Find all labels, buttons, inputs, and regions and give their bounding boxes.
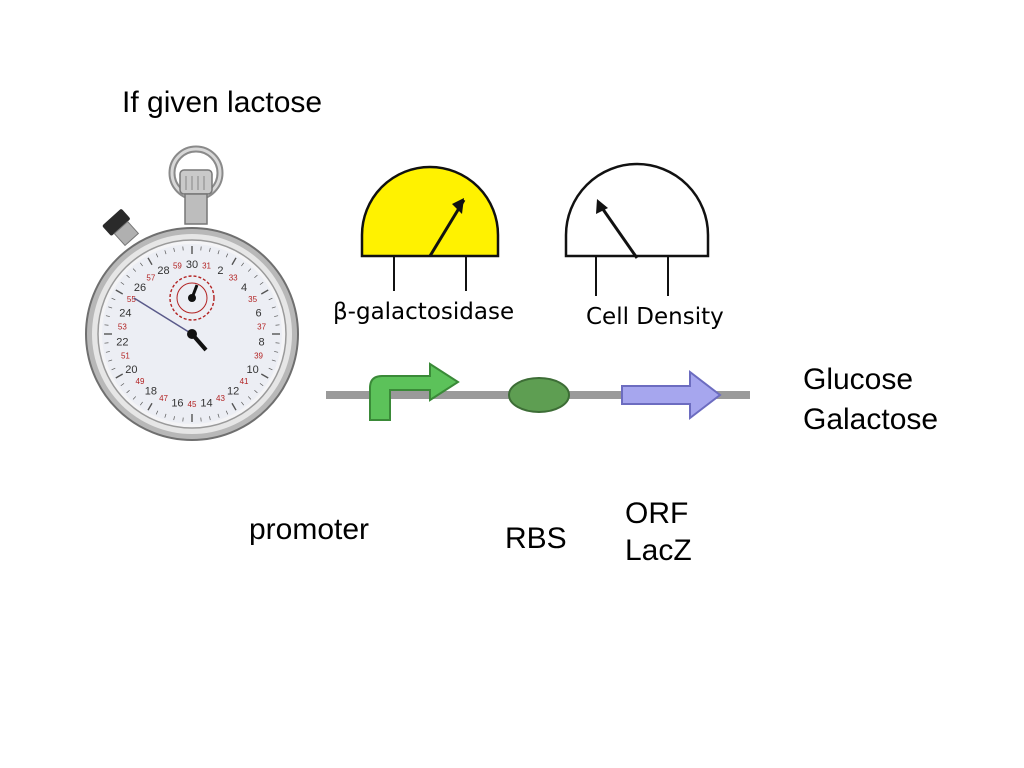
dial-number-minor: 31 — [202, 262, 211, 271]
dial-tick — [241, 401, 245, 406]
products-list: Glucose Galactose — [803, 360, 938, 440]
dial-tick — [254, 274, 258, 279]
dial-number: 4 — [241, 282, 247, 294]
dial-tick — [271, 306, 276, 309]
dial-tick — [120, 383, 125, 387]
promoter-arrow-icon — [369, 362, 460, 421]
dial-number: 18 — [145, 386, 157, 398]
dial-tick — [209, 247, 211, 252]
dial-tick — [164, 413, 167, 418]
dial-tick — [139, 262, 143, 267]
dna-construct — [326, 362, 750, 421]
dial-tick — [139, 401, 143, 406]
dial-tick — [111, 367, 116, 371]
dial-tick — [105, 315, 110, 317]
dial-tick — [155, 410, 159, 415]
dial-number: 30 — [186, 259, 198, 271]
dial-tick — [209, 416, 211, 421]
dial-tick — [259, 281, 264, 285]
dial-tick — [260, 289, 269, 295]
dial-tick — [173, 416, 175, 421]
gauge-needle-arrow-icon — [596, 199, 608, 214]
dial-tick — [217, 250, 220, 255]
dial-number: 16 — [171, 397, 183, 409]
dial-number: 8 — [259, 336, 265, 348]
dial-tick — [225, 253, 229, 258]
dial-tick — [164, 250, 167, 255]
dial-tick — [126, 389, 130, 394]
dial-tick — [132, 396, 137, 400]
dial-number: 26 — [134, 282, 146, 294]
dial-tick — [155, 253, 159, 258]
dial-tick — [225, 410, 229, 415]
dial-number-minor: 57 — [146, 273, 155, 282]
dial-number: 22 — [116, 336, 128, 348]
dial-tick — [147, 402, 153, 411]
dial-number-minor: 45 — [188, 400, 197, 409]
orf-label: ORF LacZ — [625, 495, 692, 569]
product-glucose: Glucose — [803, 363, 914, 396]
dial-tick — [108, 359, 113, 362]
orf-arrow-icon — [621, 369, 722, 421]
dial-tick — [259, 383, 264, 387]
dial-tick — [217, 413, 220, 418]
dial-number-minor: 47 — [159, 394, 168, 403]
gauge-needle-arrow-icon — [452, 198, 464, 214]
dial-tick — [254, 389, 258, 394]
cell-density-gauge: Cell Density — [564, 162, 724, 330]
dial-tick — [268, 297, 273, 301]
dial-number-minor: 35 — [248, 295, 257, 304]
dial-number: 24 — [119, 307, 131, 319]
beta-galactosidase-gauge: β-galactosidase — [333, 165, 514, 325]
dial-tick — [132, 268, 137, 272]
dial-tick — [111, 297, 116, 301]
slide-title: If given lactose — [122, 86, 323, 119]
dial-number-minor: 59 — [173, 262, 182, 271]
dial-tick — [268, 367, 273, 371]
dial-number-minor: 37 — [257, 323, 266, 332]
dial-number: 14 — [200, 397, 212, 409]
rbs-label: RBS — [505, 522, 567, 555]
dial-tick — [274, 351, 279, 353]
rbs-oval-icon — [508, 377, 570, 413]
dial-tick — [260, 373, 269, 379]
product-galactose: Galactose — [803, 403, 939, 436]
dial-tick — [108, 306, 113, 309]
dial-tick — [120, 281, 125, 285]
dial-number: 10 — [246, 364, 258, 376]
dial-number: 28 — [157, 265, 169, 277]
beta-galactosidase-label: β-galactosidase — [333, 299, 514, 325]
dial-number: 12 — [227, 386, 239, 398]
dial-number-minor: 39 — [254, 352, 263, 361]
dial-tick — [147, 257, 153, 266]
dial-number-minor: 53 — [118, 323, 127, 332]
orf-label-line: ORF — [625, 497, 689, 530]
dial-tick — [231, 257, 237, 266]
dial-number: 6 — [256, 307, 262, 319]
dial-number-minor: 43 — [216, 394, 225, 403]
dial-tick — [241, 262, 245, 267]
dial-number-minor: 49 — [136, 377, 145, 386]
dial-number-minor: 51 — [121, 352, 130, 361]
dial-tick — [115, 289, 124, 295]
dial-tick — [105, 351, 110, 353]
dial-tick — [126, 274, 130, 279]
dial-tick — [247, 396, 252, 400]
dial-tick — [115, 373, 124, 379]
dial-number-minor: 41 — [240, 377, 249, 386]
dial-number-minor: 55 — [127, 295, 136, 304]
dial-number-minor: 33 — [229, 273, 238, 282]
promoter-label: promoter — [249, 513, 370, 546]
dial-tick — [271, 359, 276, 362]
dial-tick — [247, 268, 252, 272]
dial-tick — [274, 315, 279, 317]
dial-number: 20 — [125, 364, 137, 376]
dial-tick — [173, 247, 175, 252]
dial-tick — [231, 402, 237, 411]
cell-density-label: Cell Density — [586, 304, 724, 330]
lacz-label-line: LacZ — [625, 534, 692, 567]
dial-number: 2 — [217, 265, 223, 277]
